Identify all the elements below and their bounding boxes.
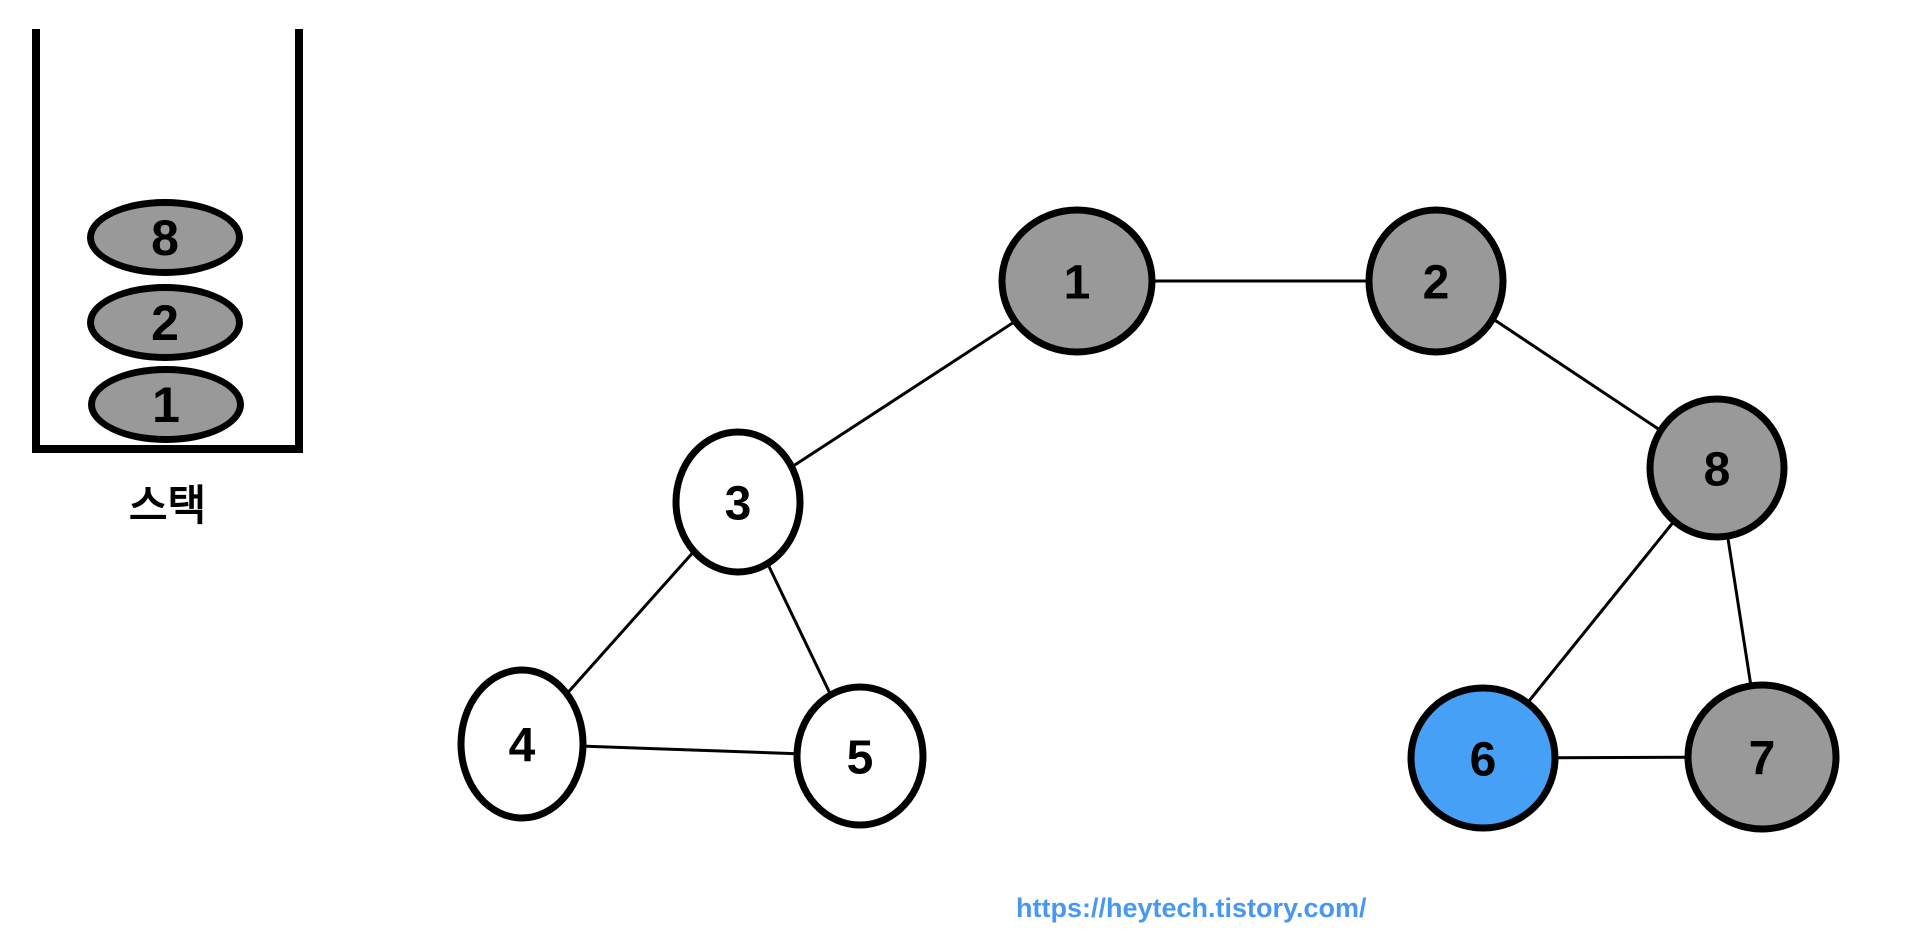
graph-node-circle-7 bbox=[1684, 681, 1840, 833]
stack-item-2: 2 bbox=[87, 284, 243, 361]
graph-node-6: 6 bbox=[1407, 684, 1559, 832]
graph-node-label-1: 1 bbox=[1064, 257, 1091, 310]
graph-node-label-6: 6 bbox=[1470, 734, 1497, 787]
graph-node-circle-3 bbox=[672, 428, 804, 576]
graph-node-circle-4 bbox=[457, 666, 587, 822]
graph-node-circle-5 bbox=[793, 683, 927, 829]
graph-node-label-5: 5 bbox=[847, 732, 874, 785]
site-url: https://heytech.tistory.com/ bbox=[1016, 893, 1367, 923]
graph-node-3: 3 bbox=[672, 428, 804, 576]
graph-node-circle-8 bbox=[1646, 395, 1788, 541]
graph-node-5: 5 bbox=[793, 683, 927, 829]
graph-node-label-4: 4 bbox=[509, 720, 536, 773]
graph-node-label-2: 2 bbox=[1423, 257, 1450, 310]
graph-node-label-8: 8 bbox=[1704, 444, 1731, 497]
graph-node-8: 8 bbox=[1646, 395, 1788, 541]
stack-label: 스택 bbox=[128, 482, 207, 529]
stack-item-8: 8 bbox=[87, 199, 243, 276]
stack-item-1: 1 bbox=[88, 366, 244, 443]
graph-node-2: 2 bbox=[1365, 206, 1507, 356]
graph-node-circle-6 bbox=[1407, 684, 1559, 832]
graph-node-1: 1 bbox=[998, 206, 1156, 356]
graph-node-4: 4 bbox=[457, 666, 587, 822]
graph-node-circle-2 bbox=[1365, 206, 1507, 356]
graph-node-circle-1 bbox=[998, 206, 1156, 356]
graph-node-label-3: 3 bbox=[725, 478, 752, 531]
graph-node-7: 7 bbox=[1684, 681, 1840, 833]
graph-node-label-7: 7 bbox=[1749, 733, 1776, 786]
